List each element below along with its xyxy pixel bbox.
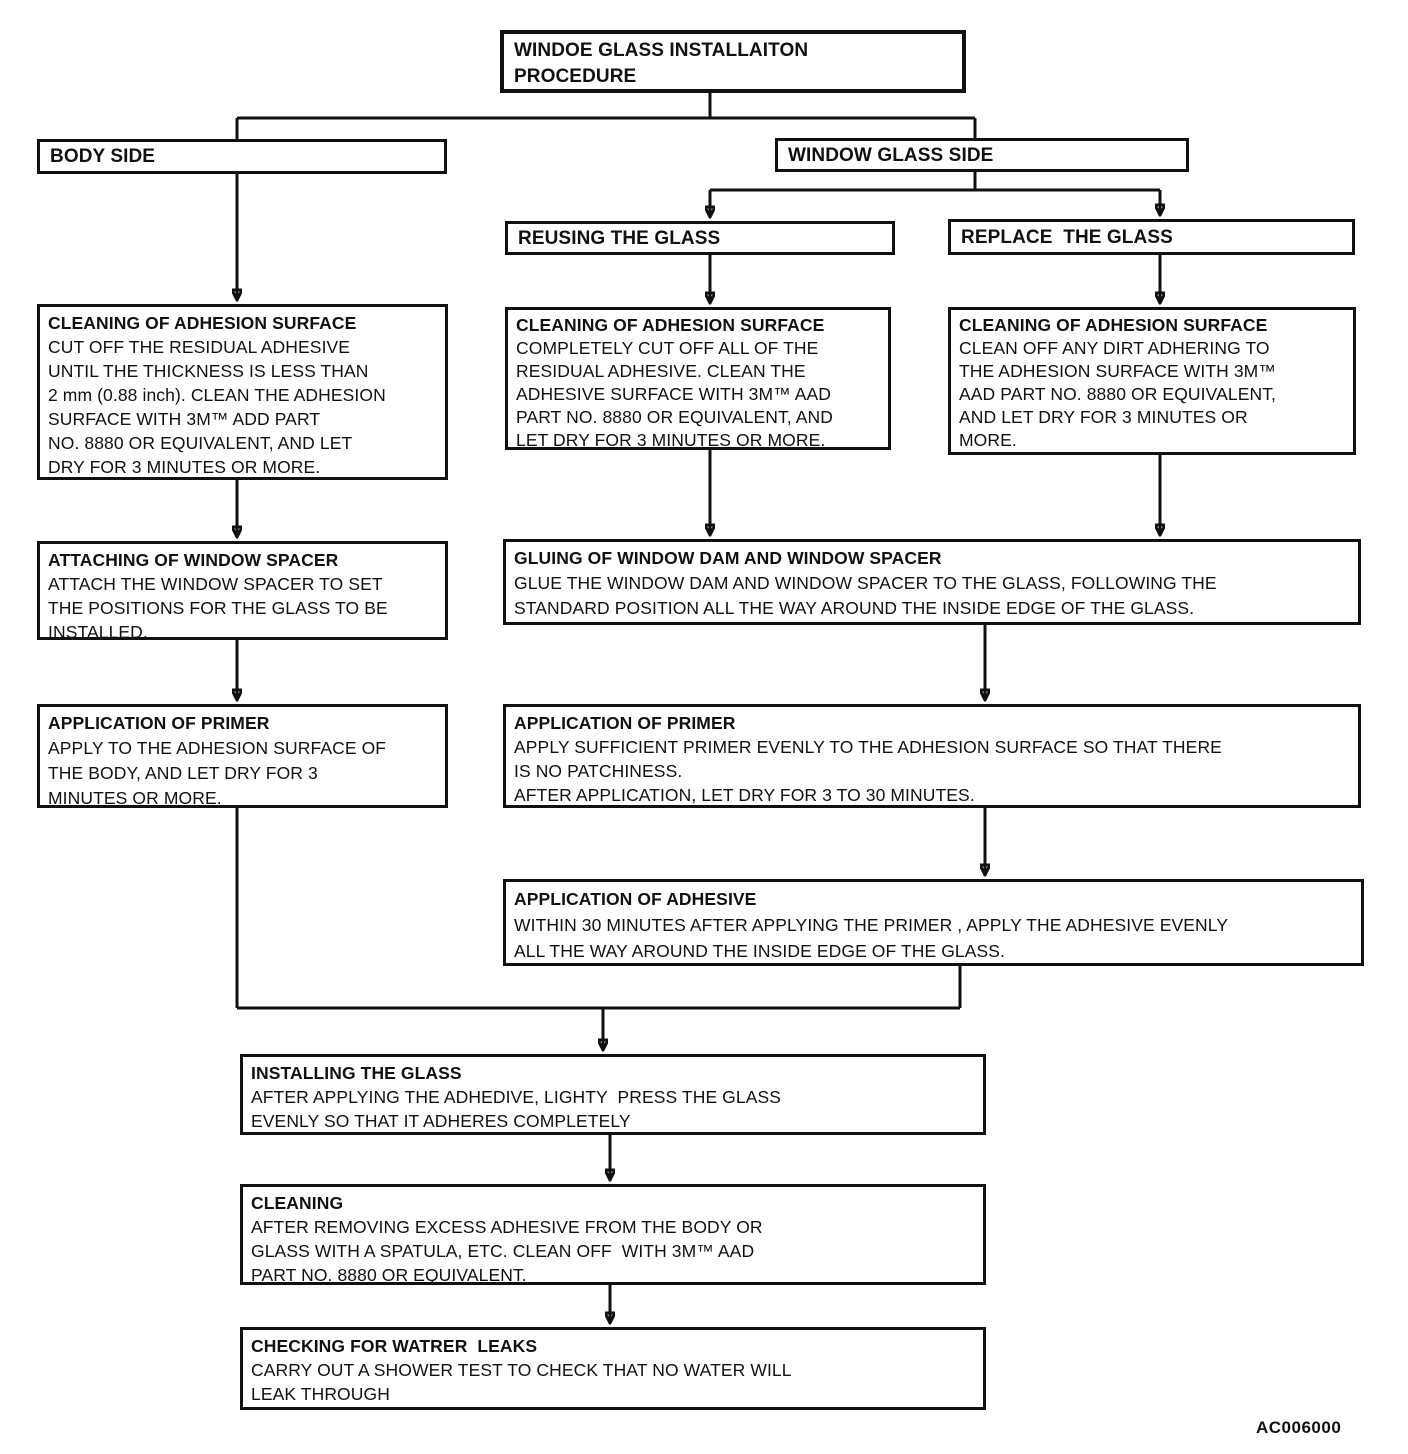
node-heading: CLEANING OF ADHESION SURFACE: [959, 315, 1268, 335]
node-replace-label: REPLACE THE GLASS: [961, 226, 1173, 248]
node-installing-the-glass: INSTALLING THE GLASS AFTER APPLYING THE …: [240, 1054, 986, 1135]
node-body-text: CLEAN OFF ANY DIRT ADHERING TO THE ADHES…: [959, 338, 1277, 450]
node-heading: CLEANING OF ADHESION SURFACE: [48, 313, 357, 333]
node-checking-water-leaks: CHECKING FOR WATRER LEAKS CARRY OUT A SH…: [240, 1327, 986, 1410]
node-cleaning-adhesion-reuse: CLEANING OF ADHESION SURFACE COMPLETELY …: [505, 307, 891, 450]
node-body-text: WITHIN 30 MINUTES AFTER APPLYING THE PRI…: [514, 915, 1229, 961]
node-reusing-label: REUSING THE GLASS: [518, 227, 721, 249]
node-window-glass-side-label: WINDOW GLASS SIDE: [788, 144, 994, 166]
node-cleaning-adhesion-replace: CLEANING OF ADHESION SURFACE CLEAN OFF A…: [948, 307, 1356, 455]
node-cleaning-adhesion-body: CLEANING OF ADHESION SURFACE CUT OFF THE…: [37, 304, 448, 480]
node-title: WINDOE GLASS INSTALLAITON PROCEDURE: [500, 30, 966, 93]
node-application-of-adhesive: APPLICATION OF ADHESIVE WITHIN 30 MINUTE…: [503, 879, 1364, 966]
node-reusing-the-glass: REUSING THE GLASS: [505, 221, 895, 255]
node-heading: APPLICATION OF PRIMER: [48, 713, 270, 733]
node-heading: GLUING OF WINDOW DAM AND WINDOW SPACER: [514, 548, 942, 568]
node-primer-body-side: APPLICATION OF PRIMER APPLY TO THE ADHES…: [37, 704, 448, 808]
node-body-text: COMPLETELY CUT OFF ALL OF THE RESIDUAL A…: [516, 338, 834, 450]
node-body-text: AFTER REMOVING EXCESS ADHESIVE FROM THE …: [251, 1217, 763, 1285]
node-body-side-label: BODY SIDE: [50, 146, 156, 167]
node-body-text: CARRY OUT A SHOWER TEST TO CHECK THAT NO…: [251, 1360, 792, 1404]
node-body-side: BODY SIDE: [37, 139, 447, 174]
node-attaching-window-spacer: ATTACHING OF WINDOW SPACER ATTACH THE WI…: [37, 541, 448, 640]
node-heading: ATTACHING OF WINDOW SPACER: [48, 550, 339, 570]
node-body-text: AFTER APPLYING THE ADHEDIVE, LIGHTY PRES…: [251, 1087, 782, 1131]
node-gluing-window-dam: GLUING OF WINDOW DAM AND WINDOW SPACER G…: [503, 539, 1361, 625]
node-body-text: GLUE THE WINDOW DAM AND WINDOW SPACER TO…: [514, 573, 1217, 618]
node-heading: APPLICATION OF ADHESIVE: [514, 889, 757, 909]
node-replace-the-glass: REPLACE THE GLASS: [948, 219, 1355, 255]
node-window-glass-side: WINDOW GLASS SIDE: [775, 138, 1189, 172]
node-heading: INSTALLING THE GLASS: [251, 1063, 462, 1083]
node-heading: APPLICATION OF PRIMER: [514, 713, 736, 733]
node-primer-glass-side: APPLICATION OF PRIMER APPLY SUFFICIENT P…: [503, 704, 1361, 808]
node-heading: CLEANING: [251, 1193, 344, 1213]
node-cleaning: CLEANING AFTER REMOVING EXCESS ADHESIVE …: [240, 1184, 986, 1285]
figure-code: AC006000: [1256, 1418, 1342, 1437]
node-body-text: ATTACH THE WINDOW SPACER TO SET THE POSI…: [48, 574, 388, 640]
node-heading: CHECKING FOR WATRER LEAKS: [251, 1336, 538, 1356]
node-body-text: APPLY SUFFICIENT PRIMER EVENLY TO THE AD…: [514, 737, 1222, 805]
node-heading: CLEANING OF ADHESION SURFACE: [516, 315, 825, 335]
node-body-text: CUT OFF THE RESIDUAL ADHESIVE UNTIL THE …: [48, 337, 386, 477]
node-body-text: APPLY TO THE ADHESION SURFACE OF THE BOD…: [48, 738, 387, 808]
node-title-text: WINDOE GLASS INSTALLAITON PROCEDURE: [514, 40, 809, 87]
